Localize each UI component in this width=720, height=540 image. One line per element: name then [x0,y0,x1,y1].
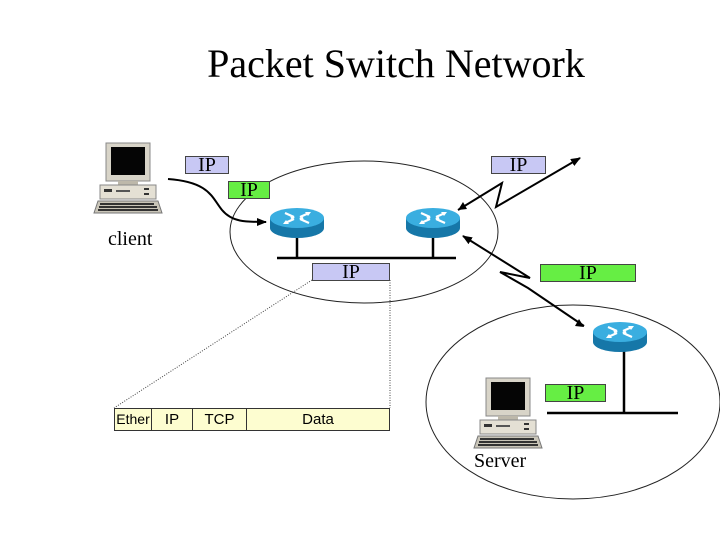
network-cloud-right [425,304,720,500]
ip-tag-top-right-blue: IP [491,155,546,175]
packet-segment-data: Data [302,411,334,428]
page-title: Packet Switch Network [207,41,585,86]
client-to-router-arrow [167,178,267,226]
router-2-icon [404,206,462,240]
wan-link-top [457,157,581,211]
server-label: Server [474,450,527,472]
network-cloud-left [229,160,499,304]
client-label: client [108,228,153,250]
ip-tag-wan-green: IP [540,263,636,283]
packet-structure: Ether IP TCP Data [114,408,390,431]
router-1-icon [268,206,326,240]
server-computer-icon [473,377,543,449]
packet-segment-tcp: TCP [193,409,247,430]
expansion-line-left [113,279,313,409]
ip-tag-bus-blue: IP [312,262,390,282]
router-3-icon [591,320,649,354]
ip-tag-server-green: IP [545,383,606,403]
client-computer-icon [93,142,163,214]
wan-link-right [462,235,585,327]
packet-segment-ether: Ether [115,409,152,430]
packet-segment-ip: IP [152,409,193,430]
ip-tag-client-blue: IP [185,155,229,175]
ip-tag-client-green: IP [228,180,270,200]
